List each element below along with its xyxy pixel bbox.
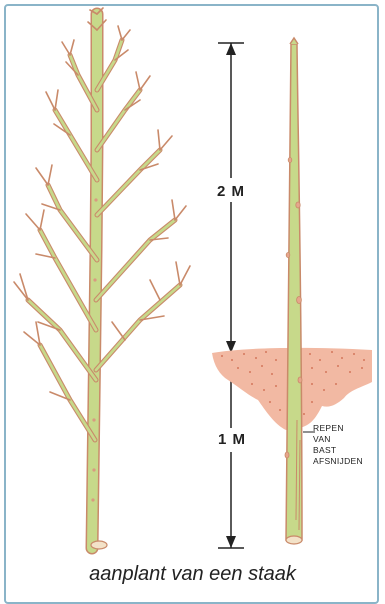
height-label-2m: 2 M xyxy=(217,183,245,200)
note-line: VAN xyxy=(313,434,363,445)
height-label-1m: 1 M xyxy=(218,431,246,448)
note-line: AFSNIJDEN xyxy=(313,456,363,467)
stake-cutting xyxy=(285,38,315,544)
branched-tree xyxy=(14,8,190,549)
note-line: BAST xyxy=(313,445,363,456)
height-dimension-line xyxy=(218,43,244,548)
note-line: REPEN xyxy=(313,423,363,434)
bark-strip-note: REPEN VAN BAST AFSNIJDEN xyxy=(313,423,363,467)
caption: aanplant van een staak xyxy=(0,563,385,586)
